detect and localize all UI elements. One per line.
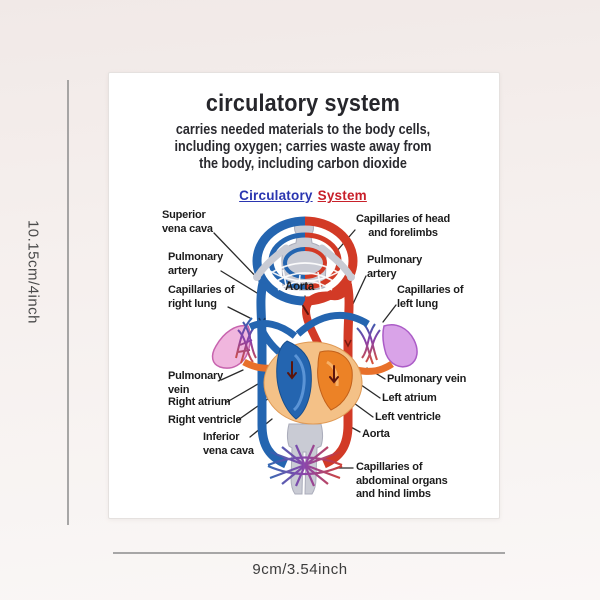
label-pulmonary-artery-left: Pulmonary artery <box>168 251 224 277</box>
label-capillaries-left-lung: Capillaries of left lung <box>397 284 464 310</box>
label-pulmonary-vein-right: Pulmonary vein <box>387 373 467 385</box>
label-aorta-bottom: Aorta <box>362 428 390 440</box>
arms <box>253 244 355 281</box>
label-capillaries-head: Capillaries of head and forelimbs <box>355 213 450 239</box>
heart <box>263 305 363 425</box>
heading-word-circulatory: Circulatory <box>239 188 313 203</box>
height-dimension-label: 10.15cm/4inch <box>24 219 42 325</box>
label-right-ventricle: Right ventricle <box>168 414 242 426</box>
pulmonary-artery-to-right-lung <box>248 320 298 339</box>
label-pulmonary-vein-left: Pulmonary vein <box>168 370 224 396</box>
subtitle-line-3: the body, including carbon dioxide <box>199 155 407 172</box>
subtitle-line-1: carries needed materials to the body cel… <box>175 121 431 138</box>
label-right-atrium: Right atrium <box>168 396 231 408</box>
aortic-arch <box>301 283 352 354</box>
heading-word-system: System <box>317 188 367 203</box>
vena-cava-vessel <box>256 281 288 469</box>
right-lung <box>211 317 258 369</box>
left-lung <box>356 321 418 368</box>
subtitle-line-2: including oxygen; carries waste away fro… <box>174 138 432 155</box>
dimension-lines <box>67 80 505 554</box>
subtitle: carries needed materials to the body cel… <box>139 121 467 172</box>
label-superior-vena-cava: Superior vena cava <box>162 209 213 235</box>
label-capillaries-right-lung: Capillaries of right lung <box>168 284 235 310</box>
label-inferior-vena-cava: Inferior vena cava <box>203 431 254 457</box>
pulmonary-artery-to-left-lung <box>295 311 370 337</box>
label-capillaries-abdominal: Capillaries of abdominal organs and hind… <box>356 461 448 500</box>
label-left-ventricle: Left ventricle <box>375 411 441 423</box>
leg-capillary-mesh <box>267 444 343 487</box>
width-dimension-label: 9cm/3.54inch <box>252 561 348 578</box>
label-aorta-top: Aorta <box>285 281 315 293</box>
page-title: circulatory system <box>205 90 401 117</box>
legs-silhouette <box>287 423 323 495</box>
label-left-atrium: Left atrium <box>382 392 437 404</box>
diagram-heading: Circulatory System <box>108 188 498 203</box>
heart-right-side <box>276 340 312 420</box>
label-pulmonary-artery-right: Pulmonary artery <box>367 254 423 280</box>
